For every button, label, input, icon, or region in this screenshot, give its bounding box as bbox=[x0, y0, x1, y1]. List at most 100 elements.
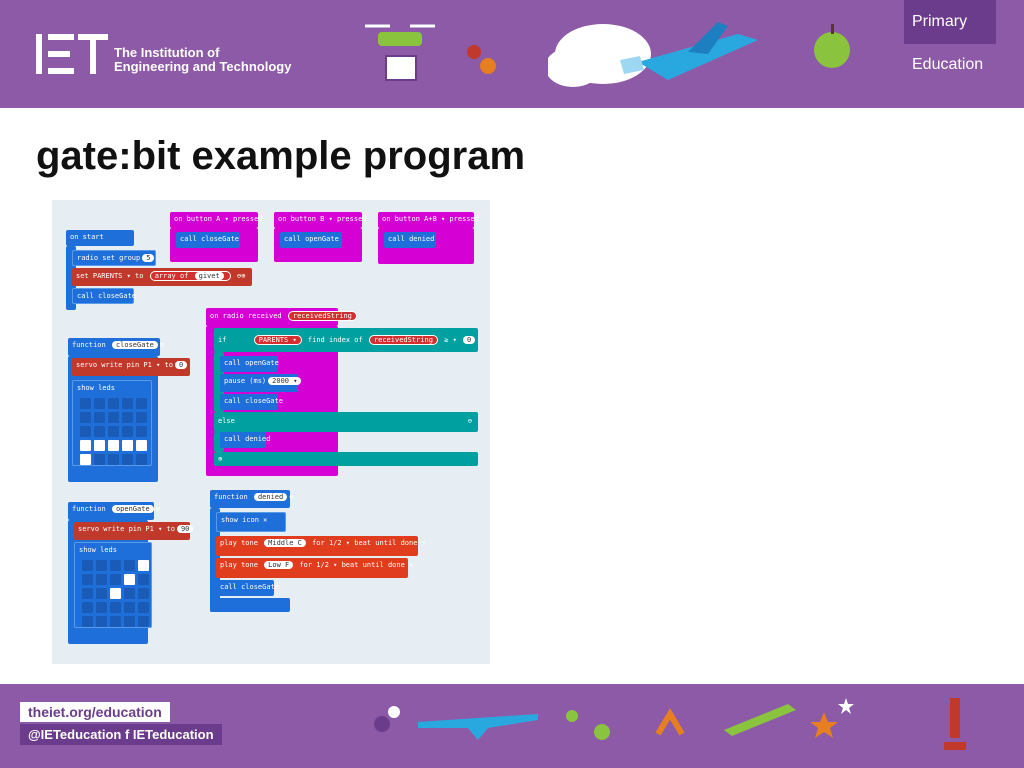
show-leds-block[interactable]: show leds bbox=[72, 380, 152, 466]
led-cell[interactable] bbox=[108, 412, 119, 423]
call-opengate-block[interactable]: call openGate bbox=[220, 356, 279, 372]
play-tone-block-1[interactable]: play tone Middle C for 1/2 ▾ beat until … bbox=[216, 536, 426, 556]
call-closegate-inner-block[interactable]: call closeGate bbox=[220, 394, 283, 410]
duration-label-2[interactable]: for 1/2 ▾ beat until done ▾ bbox=[299, 561, 414, 569]
led-grid-closegate[interactable] bbox=[80, 398, 147, 465]
array-item[interactable]: givet bbox=[194, 272, 224, 280]
led-cell[interactable] bbox=[110, 616, 121, 627]
call-denied-block[interactable]: call denied bbox=[220, 432, 270, 448]
button-b-call-block[interactable]: call openGate bbox=[280, 232, 342, 248]
received-var[interactable]: receivedString bbox=[368, 335, 438, 345]
led-cell[interactable] bbox=[136, 454, 147, 465]
add-item-icon[interactable]: ⊕ bbox=[241, 272, 246, 280]
led-cell[interactable] bbox=[94, 454, 105, 465]
led-cell[interactable] bbox=[136, 426, 147, 437]
function-name-2[interactable]: openGate bbox=[111, 505, 154, 513]
show-leds-block-2[interactable]: show leds bbox=[74, 542, 152, 628]
footer-social[interactable]: @IETeducation f IETeducation bbox=[20, 724, 222, 745]
pause-value[interactable]: 2000 ▾ bbox=[268, 377, 302, 385]
led-cell[interactable] bbox=[80, 440, 91, 451]
led-cell[interactable] bbox=[80, 426, 91, 437]
pause-block[interactable]: pause (ms)2000 ▾ bbox=[220, 374, 302, 392]
on-radio-received-block[interactable]: on radio received receivedString bbox=[206, 308, 357, 326]
led-cell[interactable] bbox=[136, 398, 147, 409]
led-cell[interactable] bbox=[82, 574, 93, 585]
led-cell[interactable] bbox=[124, 574, 135, 585]
led-cell[interactable] bbox=[136, 440, 147, 451]
led-cell[interactable] bbox=[138, 616, 149, 627]
servo-value-2[interactable]: 90 bbox=[176, 525, 194, 533]
function-name-3[interactable]: denied bbox=[253, 493, 288, 501]
led-cell[interactable] bbox=[124, 560, 135, 571]
compare-op[interactable]: ≥ ▾ bbox=[444, 336, 457, 344]
on-start-block[interactable]: on start bbox=[66, 230, 134, 246]
compare-value[interactable]: 0 bbox=[463, 336, 476, 344]
led-cell[interactable] bbox=[122, 412, 133, 423]
else-block[interactable]: else⊖ bbox=[214, 412, 478, 432]
led-grid-opengate[interactable] bbox=[82, 560, 149, 627]
duration-label-1[interactable]: for 1/2 ▾ beat until done ▾ bbox=[312, 539, 426, 547]
tone-value-1[interactable]: Middle C bbox=[264, 539, 306, 547]
led-cell[interactable] bbox=[122, 398, 133, 409]
collapse-icon-3[interactable]: ⊙ bbox=[289, 493, 294, 501]
function-name[interactable]: closeGate bbox=[111, 341, 158, 349]
received-string-param[interactable]: receivedString bbox=[287, 311, 357, 321]
led-cell[interactable] bbox=[110, 588, 121, 599]
array-of-block[interactable]: array of givet bbox=[149, 271, 231, 281]
led-cell[interactable] bbox=[136, 412, 147, 423]
function-opengate-block[interactable]: function openGate⊙ bbox=[68, 502, 160, 520]
if-footer[interactable]: ⊕ bbox=[214, 452, 478, 466]
if-block[interactable]: if PARENTS ▾ find index of receivedStrin… bbox=[214, 328, 524, 352]
led-cell[interactable] bbox=[94, 426, 105, 437]
call-closegate-block-3[interactable]: call closeGate bbox=[216, 580, 279, 596]
led-cell[interactable] bbox=[108, 454, 119, 465]
button-ab-call-block[interactable]: call denied bbox=[384, 232, 436, 248]
led-cell[interactable] bbox=[122, 440, 133, 451]
led-cell[interactable] bbox=[124, 588, 135, 599]
footer-url[interactable]: theiet.org/education bbox=[20, 702, 170, 722]
led-cell[interactable] bbox=[138, 602, 149, 613]
led-cell[interactable] bbox=[110, 574, 121, 585]
button-a-call-block[interactable]: call closeGate bbox=[176, 232, 240, 248]
call-closegate-block[interactable]: call closeGate bbox=[72, 288, 136, 304]
collapse-icon[interactable]: ⊙ bbox=[159, 341, 165, 349]
collapse-icon-2[interactable]: ⊙ bbox=[155, 505, 160, 513]
set-parents-block[interactable]: set PARENTS ▾ to array of givet ⊖⊕ bbox=[72, 268, 252, 286]
on-button-b-block[interactable]: on button B ▾ pressed bbox=[274, 212, 367, 228]
led-cell[interactable] bbox=[138, 560, 149, 571]
group-value[interactable]: 5 bbox=[142, 254, 155, 262]
show-icon-block[interactable]: show icon ✕ bbox=[216, 512, 286, 532]
led-cell[interactable] bbox=[96, 574, 107, 585]
led-cell[interactable] bbox=[122, 454, 133, 465]
led-cell[interactable] bbox=[96, 560, 107, 571]
on-button-a-block[interactable]: on button A ▾ pressed bbox=[170, 212, 263, 228]
parents-var[interactable]: PARENTS ▾ bbox=[253, 335, 302, 345]
led-cell[interactable] bbox=[82, 588, 93, 599]
led-cell[interactable] bbox=[96, 616, 107, 627]
led-cell[interactable] bbox=[108, 398, 119, 409]
led-cell[interactable] bbox=[80, 412, 91, 423]
led-cell[interactable] bbox=[94, 398, 105, 409]
led-cell[interactable] bbox=[82, 560, 93, 571]
play-tone-block-2[interactable]: play tone Low F for 1/2 ▾ beat until don… bbox=[216, 558, 413, 578]
led-cell[interactable] bbox=[122, 426, 133, 437]
led-cell[interactable] bbox=[80, 398, 91, 409]
add-else-icon[interactable]: ⊕ bbox=[218, 455, 223, 463]
led-cell[interactable] bbox=[96, 588, 107, 599]
parents-variable[interactable]: PARENTS ▾ bbox=[92, 272, 131, 280]
led-cell[interactable] bbox=[138, 588, 149, 599]
on-button-ab-block[interactable]: on button A+B ▾ pressed bbox=[378, 212, 479, 228]
led-cell[interactable] bbox=[96, 602, 107, 613]
led-cell[interactable] bbox=[94, 412, 105, 423]
led-cell[interactable] bbox=[108, 426, 119, 437]
remove-else-icon[interactable]: ⊖ bbox=[467, 417, 472, 425]
led-cell[interactable] bbox=[82, 602, 93, 613]
function-denied-block[interactable]: function denied⊙ bbox=[210, 490, 294, 508]
function-closegate-block[interactable]: function closeGate⊙ bbox=[68, 338, 164, 356]
led-cell[interactable] bbox=[138, 574, 149, 585]
remove-item-icon[interactable]: ⊖ bbox=[236, 272, 242, 280]
led-cell[interactable] bbox=[80, 454, 91, 465]
